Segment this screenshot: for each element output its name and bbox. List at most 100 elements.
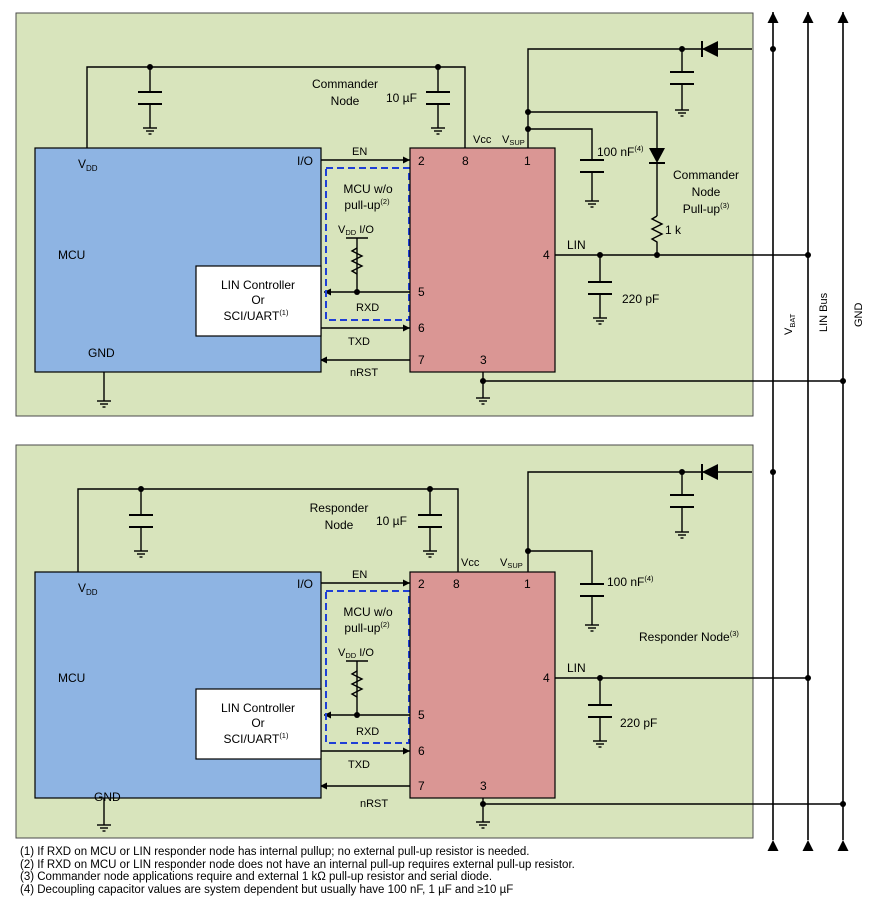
responder-vsup-pin-label: VSUP <box>500 557 523 570</box>
commander-node: Commander Node 10 µF Vcc VSUP 100 nF(4) … <box>15 12 846 417</box>
responder-junctions <box>138 469 846 807</box>
commander-ground-symbols <box>97 109 689 408</box>
responder-10uF-label: 10 µF <box>376 514 407 528</box>
responder-node: Responder Node 10 µF Vcc VSUP 100 nF(4) … <box>15 444 846 839</box>
gnd-label-bg <box>846 295 870 335</box>
footnote-4: (4) Decoupling capacitor values are syst… <box>20 883 514 896</box>
responder-pullup-dashed-box <box>325 590 410 744</box>
commander-controller-line-3: SCI/UART(1) <box>224 308 289 323</box>
commander-pin-5: 5 <box>418 285 425 299</box>
vbat-label-bg <box>776 290 802 342</box>
commander-nrst-label: nRST <box>350 367 378 379</box>
commander-pullup-box-line-1: MCU w/o <box>343 182 393 196</box>
responder-lin-label: LIN <box>567 661 586 675</box>
responder-mcu-vdd-label: VDD <box>78 581 98 597</box>
responder-pin-2: 2 <box>418 577 425 591</box>
responder-pullup-box-line-2: pull-up(2) <box>344 620 390 635</box>
responder-controller-line-3: SCI/UART(1) <box>224 731 289 746</box>
commander-rxd-pullup-resistor <box>350 247 364 275</box>
bus-lines <box>767 12 849 851</box>
responder-controller-line-2: Or <box>251 716 264 730</box>
responder-rxd-pullup-resistor <box>350 670 364 698</box>
commander-pullup-label-line-1: Commander <box>673 168 739 182</box>
commander-series-diode <box>702 41 718 57</box>
commander-pullup-diode <box>649 148 665 163</box>
commander-mcu-vdd-label: VDD <box>78 157 98 173</box>
responder-100nF-label: 100 nF(4) <box>607 574 654 589</box>
commander-pin-4: 4 <box>543 248 550 262</box>
responder-series-diode <box>702 464 718 480</box>
commander-pullup-box-line-2: pull-up(2) <box>344 197 390 212</box>
responder-mcu-block <box>34 571 322 799</box>
commander-pin-6: 6 <box>418 321 425 335</box>
commander-pullup-dashed-box <box>325 167 410 321</box>
responder-nrst-label: nRST <box>360 798 388 810</box>
responder-controller-line-1: LIN Controller <box>221 701 295 715</box>
commander-220pF-label: 220 pF <box>622 292 659 306</box>
commander-node-label-line-2: Node <box>331 94 360 108</box>
responder-pin-8: 8 <box>453 577 460 591</box>
responder-pullup-box-line-1: MCU w/o <box>343 605 393 619</box>
commander-pullup-box-vdd-io: VDD I/O <box>338 224 374 237</box>
responder-capacitors <box>129 494 694 718</box>
responder-pin-5: 5 <box>418 708 425 722</box>
commander-vcc-pin-label: Vcc <box>473 134 492 146</box>
responder-pin-7: 7 <box>418 779 425 793</box>
commander-10uF-label: 10 µF <box>386 91 417 105</box>
commander-pin-3: 3 <box>480 353 487 367</box>
commander-1k-label: 1 k <box>665 223 682 237</box>
responder-wires <box>77 471 843 825</box>
commander-pin-8: 8 <box>462 154 469 168</box>
footnotes: (1) If RXD on MCU or LIN responder node … <box>20 846 860 896</box>
commander-en-label: EN <box>352 146 367 158</box>
gnd-bus-label: GND <box>853 303 865 328</box>
responder-node-title: Responder Node(3) <box>639 629 739 644</box>
responder-mcu-io-label: I/O <box>297 577 313 591</box>
responder-vcc-pin-label: Vcc <box>461 557 480 569</box>
responder-transceiver-block <box>409 571 556 799</box>
commander-capacitors <box>138 71 694 295</box>
commander-txd-label: TXD <box>348 336 370 348</box>
footnote-3: (3) Commander node applications require … <box>20 871 493 884</box>
responder-txd-label: TXD <box>348 759 370 771</box>
responder-pullup-box-vdd-io: VDD I/O <box>338 647 374 660</box>
vbat-label: VBAT <box>783 313 797 335</box>
commander-rxd-label: RXD <box>356 302 379 314</box>
commander-pullup-label-line-3: Pull-up(3) <box>683 201 730 216</box>
responder-pin-6: 6 <box>418 744 425 758</box>
responder-en-label: EN <box>352 569 367 581</box>
commander-100nF-label: 100 nF(4) <box>597 144 644 159</box>
responder-pin-1: 1 <box>524 577 531 591</box>
commander-lin-controller-block <box>195 265 322 337</box>
commander-pin-2: 2 <box>418 154 425 168</box>
commander-controller-line-1: LIN Controller <box>221 278 295 292</box>
commander-transceiver-block <box>409 147 556 373</box>
responder-node-label-line-1: Responder <box>310 501 369 515</box>
responder-rxd-label: RXD <box>356 726 379 738</box>
commander-vsup-pin-label: VSUP <box>502 134 525 147</box>
footnote-2: (2) If RXD on MCU or LIN responder node … <box>20 858 575 871</box>
commander-node-label-line-1: Commander <box>312 77 378 91</box>
responder-mcu-label: MCU <box>58 671 85 685</box>
responder-lin-controller-block <box>195 688 322 760</box>
commander-lin-label: LIN <box>567 238 586 252</box>
commander-mcu-label: MCU <box>58 248 85 262</box>
responder-ground-symbols <box>97 531 689 832</box>
commander-junctions <box>147 46 846 384</box>
commander-pullup-resistor <box>650 215 664 244</box>
commander-pin-1: 1 <box>524 154 531 168</box>
linbus-label-bg <box>811 283 837 339</box>
footnote-1: (1) If RXD on MCU or LIN responder node … <box>20 846 530 858</box>
commander-mcu-io-label: I/O <box>297 154 313 168</box>
commander-mcu-gnd-label: GND <box>88 346 115 360</box>
commander-pin-7: 7 <box>418 353 425 367</box>
commander-controller-line-2: Or <box>251 293 264 307</box>
responder-pin-4: 4 <box>543 671 550 685</box>
linbus-label: LIN Bus <box>818 292 830 332</box>
responder-pin-3: 3 <box>480 779 487 793</box>
commander-pullup-label-line-2: Node <box>692 185 721 199</box>
responder-node-label-line-2: Node <box>325 518 354 532</box>
responder-220pF-label: 220 pF <box>620 716 657 730</box>
responder-mcu-gnd-label: GND <box>94 790 121 804</box>
